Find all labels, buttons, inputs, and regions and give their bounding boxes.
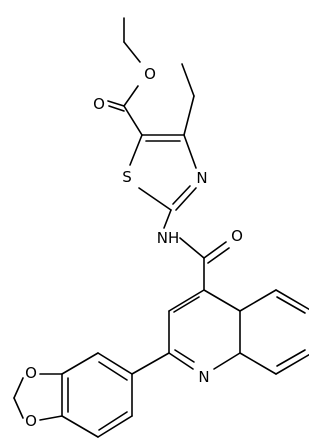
chemical-structure-canvas: O O S N NH O N O O bbox=[13, 17, 313, 438]
atom-label-thiazole-nitrogen: N bbox=[196, 169, 207, 187]
biaryl-bond bbox=[131, 352, 170, 375]
benzodioxole-benzene-ring bbox=[61, 352, 133, 438]
atom-label-ester-ether-oxygen: O bbox=[144, 65, 156, 83]
quinoline-benzo-ring bbox=[239, 289, 313, 375]
ester-group bbox=[107, 85, 143, 136]
amide-linker bbox=[163, 209, 230, 291]
atom-label-amide-nh: NH bbox=[157, 229, 180, 247]
methyl-group bbox=[181, 63, 195, 136]
atom-label-dioxole-oxygen-upper: O bbox=[25, 364, 37, 382]
benzodioxole-dioxole-ring bbox=[13, 373, 63, 421]
atom-label-thiazole-sulfur: S bbox=[122, 168, 132, 186]
structure-diagram: O O S N NH O N O O bbox=[13, 17, 313, 438]
quinoline-pyridine-ring bbox=[168, 289, 241, 370]
thiazole-ring bbox=[129, 134, 197, 211]
atom-label-ester-carbonyl-oxygen: O bbox=[93, 95, 105, 113]
ethyl-group bbox=[123, 17, 141, 63]
atom-label-quinoline-nitrogen: N bbox=[198, 368, 209, 386]
atom-label-dioxole-oxygen-lower: O bbox=[25, 412, 37, 430]
atom-label-amide-oxygen: O bbox=[231, 227, 243, 245]
